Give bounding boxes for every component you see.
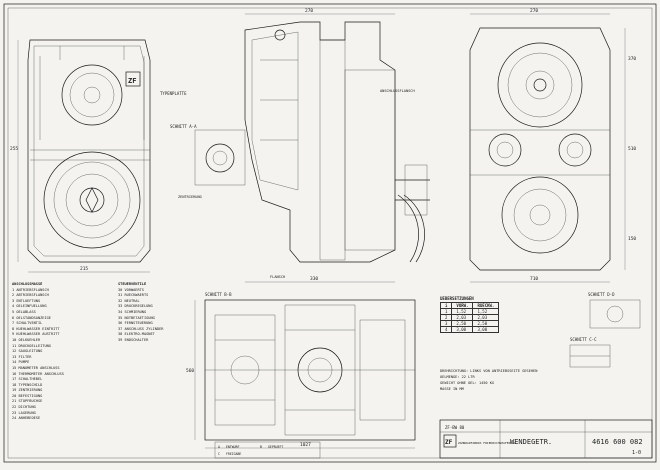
dim-right-mid: 510: [628, 146, 636, 152]
legend-left-item: 11 DRUCKOELLEITUNG: [12, 343, 51, 348]
legend-left-item: 8 KUEHLWASSER EINTRITT: [12, 326, 60, 331]
svg-text:GEPRUEFT: GEPRUEFT: [268, 445, 283, 449]
note-3: GEWICHT OHNE OEL: 1450 KG: [440, 381, 495, 385]
legend-left-item: 16 THERMOMETER ANSCHLUSS: [12, 371, 64, 376]
dim-plan-bottom: 1027: [300, 442, 311, 448]
notes-block: DREHRICHTUNG: LINKS VON ANTRIEBSSEITE GE…: [440, 368, 640, 392]
title-sheet-index: 1-0: [632, 450, 641, 456]
legend-left-item: 23 LAGERUNG: [12, 410, 36, 415]
dim-left-height: 255: [10, 146, 18, 152]
legend-mid-item: 30 VORWAERTS: [118, 287, 144, 292]
label-schnitt-c: SCHNITT C-C: [570, 337, 597, 342]
legend-mid-item: 35 NOTBETAETIGUNG: [118, 315, 155, 320]
legend-left-item: 15 MANOMETER ANSCHLUSS: [12, 365, 60, 370]
legend-left-item: 24 ANHEBEOESE: [12, 416, 41, 421]
side-elevation-view: 270 330 FLANSCH ANSCHLUSSFLANSCH: [244, 8, 430, 283]
dim-right-low: 150: [628, 236, 636, 242]
legend-mid-item: 39 ENDSCHALTER: [118, 337, 149, 342]
svg-text:ENTWURF: ENTWURF: [226, 445, 240, 449]
legend-left-item: 7 SCHALTVENTIL: [12, 321, 43, 326]
dim-bottom-left: 215: [80, 266, 88, 272]
ratio-table-heading: UEBERSETZUNGEN: [440, 296, 474, 301]
title-type: ZF-BW 80: [445, 425, 465, 430]
dim-top-center: 270: [305, 8, 313, 14]
sheet-border: [3, 3, 657, 463]
legend-mid-item: 33 DRUCKREGELUNG: [118, 304, 153, 309]
note-2: OELMENGE: 22 LTR: [440, 375, 475, 379]
title-company: ZAHNRADFABRIK FRIEDRICHSHAFEN AG: [458, 441, 516, 445]
svg-text:A: A: [218, 445, 220, 449]
zf-logo-plate: [125, 71, 141, 87]
legend-left-item: 13 FILTER: [12, 354, 32, 359]
legend-left-item: 17 SCHALTHEBEL: [12, 377, 43, 382]
legend-left-item: 12 SAUGLEITUNG: [12, 349, 43, 354]
plan-view: 1027 560 SCHNITT B-B: [186, 292, 416, 449]
dim-center-bottom: 330: [310, 276, 318, 282]
label-schnitt-d: SCHNITT D-D: [588, 292, 615, 297]
label-schnitt-a: SCHNITT A-A: [170, 124, 197, 129]
legend-mid-item: 34 SCHMIERUNG: [118, 309, 147, 314]
detail-sections-right: SCHNITT D-D SCHNITT C-C: [569, 292, 641, 368]
legend-left-item: 4 OELEINFUELLUNG: [12, 304, 47, 309]
zf-logo-text: ZF: [128, 77, 136, 85]
svg-text:FREIGABE: FREIGABE: [226, 452, 241, 456]
dim-right-top: 370: [628, 56, 636, 62]
title-block: ZF ZAHNRADFABRIK FRIEDRICHSHAFEN AG WEND…: [439, 419, 653, 459]
ratio-table-cell: 3,00: [472, 326, 500, 333]
legend-mid-item: 38 ELEKTRO-MAGNET: [118, 332, 155, 337]
legend-left-item: 6 OELSTANDSANZEIGE: [12, 315, 51, 320]
svg-text:B: B: [260, 445, 262, 449]
legend-left-item: 20 BEFESTIGUNG: [12, 393, 43, 398]
label-zentrierung: ZENTRIERUNG: [178, 195, 202, 199]
dim-plan-left: 560: [186, 368, 194, 374]
legend-mid-item: 36 FERNSTEUERUNG: [118, 321, 153, 326]
legend-left-item: 2 ABTRIEBSFLANSCH: [12, 293, 49, 298]
legend-mid-item: 32 NEUTRAL: [118, 298, 140, 303]
legend-left-item: 5 OELABLASS: [12, 309, 36, 314]
legend-left-item: 19 ZENTRIERUNG: [12, 388, 43, 393]
label-anschlussflansch: ANSCHLUSSFLANSCH: [380, 89, 415, 93]
legend-mid-heading: STEUERVENTILE: [118, 282, 147, 286]
label-flansch: FLANSCH: [270, 275, 285, 279]
legend-left-item: 21 STOPFBUCHSE: [12, 399, 43, 404]
legend-left-item: 3 ENTLUEFTUNG: [12, 298, 41, 303]
legend-left-item: 22 DICHTUNG: [12, 405, 36, 410]
legend-left-item: 9 KUEHLWASSER AUSTRITT: [12, 332, 60, 337]
legend-mid-item: 37 ANSCHLUSS ZYLINDER: [118, 326, 164, 331]
note-4: MASSE IN MM: [440, 387, 464, 391]
legend-left-heading: ANSCHLUSSMASSE: [12, 282, 43, 286]
legend-left-item: 14 PUMPE: [12, 360, 30, 365]
ratio-table-cell: 4: [439, 326, 453, 333]
rear-end-view: 270 370 510 150 710: [469, 8, 636, 283]
legend-left-item: 10 OELKUEHLER: [12, 337, 41, 342]
revision-table: A ENTWURF B GEPRUEFT C FREIGABE: [214, 441, 321, 459]
legend-left-item: 18 TYPENSCHILD: [12, 382, 43, 387]
title-logo: ZF: [445, 439, 453, 446]
title-drawing-number: 4616 600 082: [592, 438, 643, 446]
front-end-view: ZF 215 255 TYPENPLATTE: [10, 39, 187, 273]
note-1: DREHRICHTUNG: LINKS VON ANTRIEBSSEITE GE…: [440, 369, 538, 373]
label-schnitt-b: SCHNITT B-B: [205, 292, 232, 297]
dim-bottom-right: 710: [530, 276, 538, 282]
svg-text:C: C: [218, 452, 220, 456]
title-name: WENDEGETR.: [510, 438, 552, 446]
sheet-inner-border: [7, 7, 653, 459]
detail-section-a: SCHNITT A-A ZENTRIERUNG: [170, 124, 246, 199]
dim-top-right: 270: [530, 8, 538, 14]
legend-left-item: 1 ANTRIEBSFLANSCH: [12, 287, 49, 292]
legend-mid-item: 31 RUECKWAERTS: [118, 293, 149, 298]
ratio-table-cell: 3,00: [451, 326, 474, 333]
label-typenplatte: TYPENPLATTE: [160, 91, 187, 96]
